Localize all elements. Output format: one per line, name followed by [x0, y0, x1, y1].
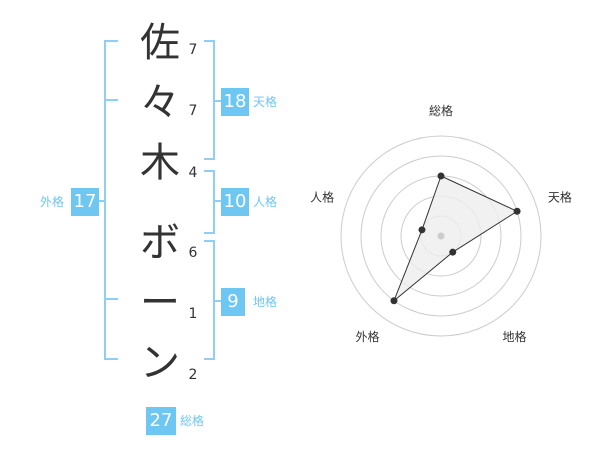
radar-axis-label-3: 地格	[502, 329, 526, 344]
stroke-count-5: 1	[188, 306, 198, 322]
stroke-count-4: 6	[188, 245, 198, 261]
gaikaku-value: 17	[71, 188, 99, 216]
stroke-count-3: 4	[188, 165, 198, 181]
gaikaku-bracket-tick	[106, 99, 118, 101]
name-char-6: ン	[140, 340, 180, 386]
name-char-2: 々	[140, 80, 180, 126]
gaikaku-bracket-tick	[96, 200, 105, 202]
radar-axis-label-1: 総格	[429, 103, 453, 118]
name-char-5: ー	[140, 280, 180, 326]
gaikaku-label: 外格	[40, 195, 65, 209]
radar-axis-label-2: 天格	[548, 189, 572, 204]
radar-series-shape	[393, 175, 519, 302]
radar-grid-ring	[360, 155, 522, 317]
stroke-count-2: 7	[188, 103, 198, 119]
jinkaku-bracket-tick	[213, 200, 221, 202]
chikaku-label: 地格	[253, 295, 278, 309]
radar-point-4	[390, 297, 398, 305]
name-char-1: 佐	[140, 20, 180, 66]
jinkaku-value: 10	[221, 188, 249, 216]
radar-axis-label-5: 人格	[310, 189, 334, 204]
gaikaku-bracket	[104, 40, 118, 360]
chikaku-value: 9	[221, 288, 245, 316]
jinkaku-label: 人格	[253, 195, 278, 209]
gaikaku-bracket-tick	[106, 298, 118, 300]
radar-point-2	[513, 207, 521, 215]
tenkaku-value: 18	[221, 88, 249, 116]
radar-point-3	[449, 248, 457, 256]
tenkaku-bracket-tick	[213, 100, 221, 102]
radar-point-5	[418, 226, 426, 234]
chikaku-bracket-tick	[213, 300, 221, 302]
radar-grid-ring	[340, 135, 542, 337]
radar-point-1	[437, 172, 445, 180]
stroke-count-1: 7	[188, 42, 198, 58]
tenkaku-label: 天格	[253, 95, 278, 109]
name-char-4: ボ	[140, 220, 180, 266]
name-char-3: 木	[140, 140, 180, 186]
radar-center-point	[437, 232, 445, 240]
soukaku-value: 27	[146, 407, 176, 435]
jinkaku-bracket	[204, 170, 215, 234]
soukaku-label: 総格	[180, 414, 205, 428]
radar-axis-label-4: 外格	[356, 329, 380, 344]
stroke-count-6: 2	[188, 367, 198, 383]
